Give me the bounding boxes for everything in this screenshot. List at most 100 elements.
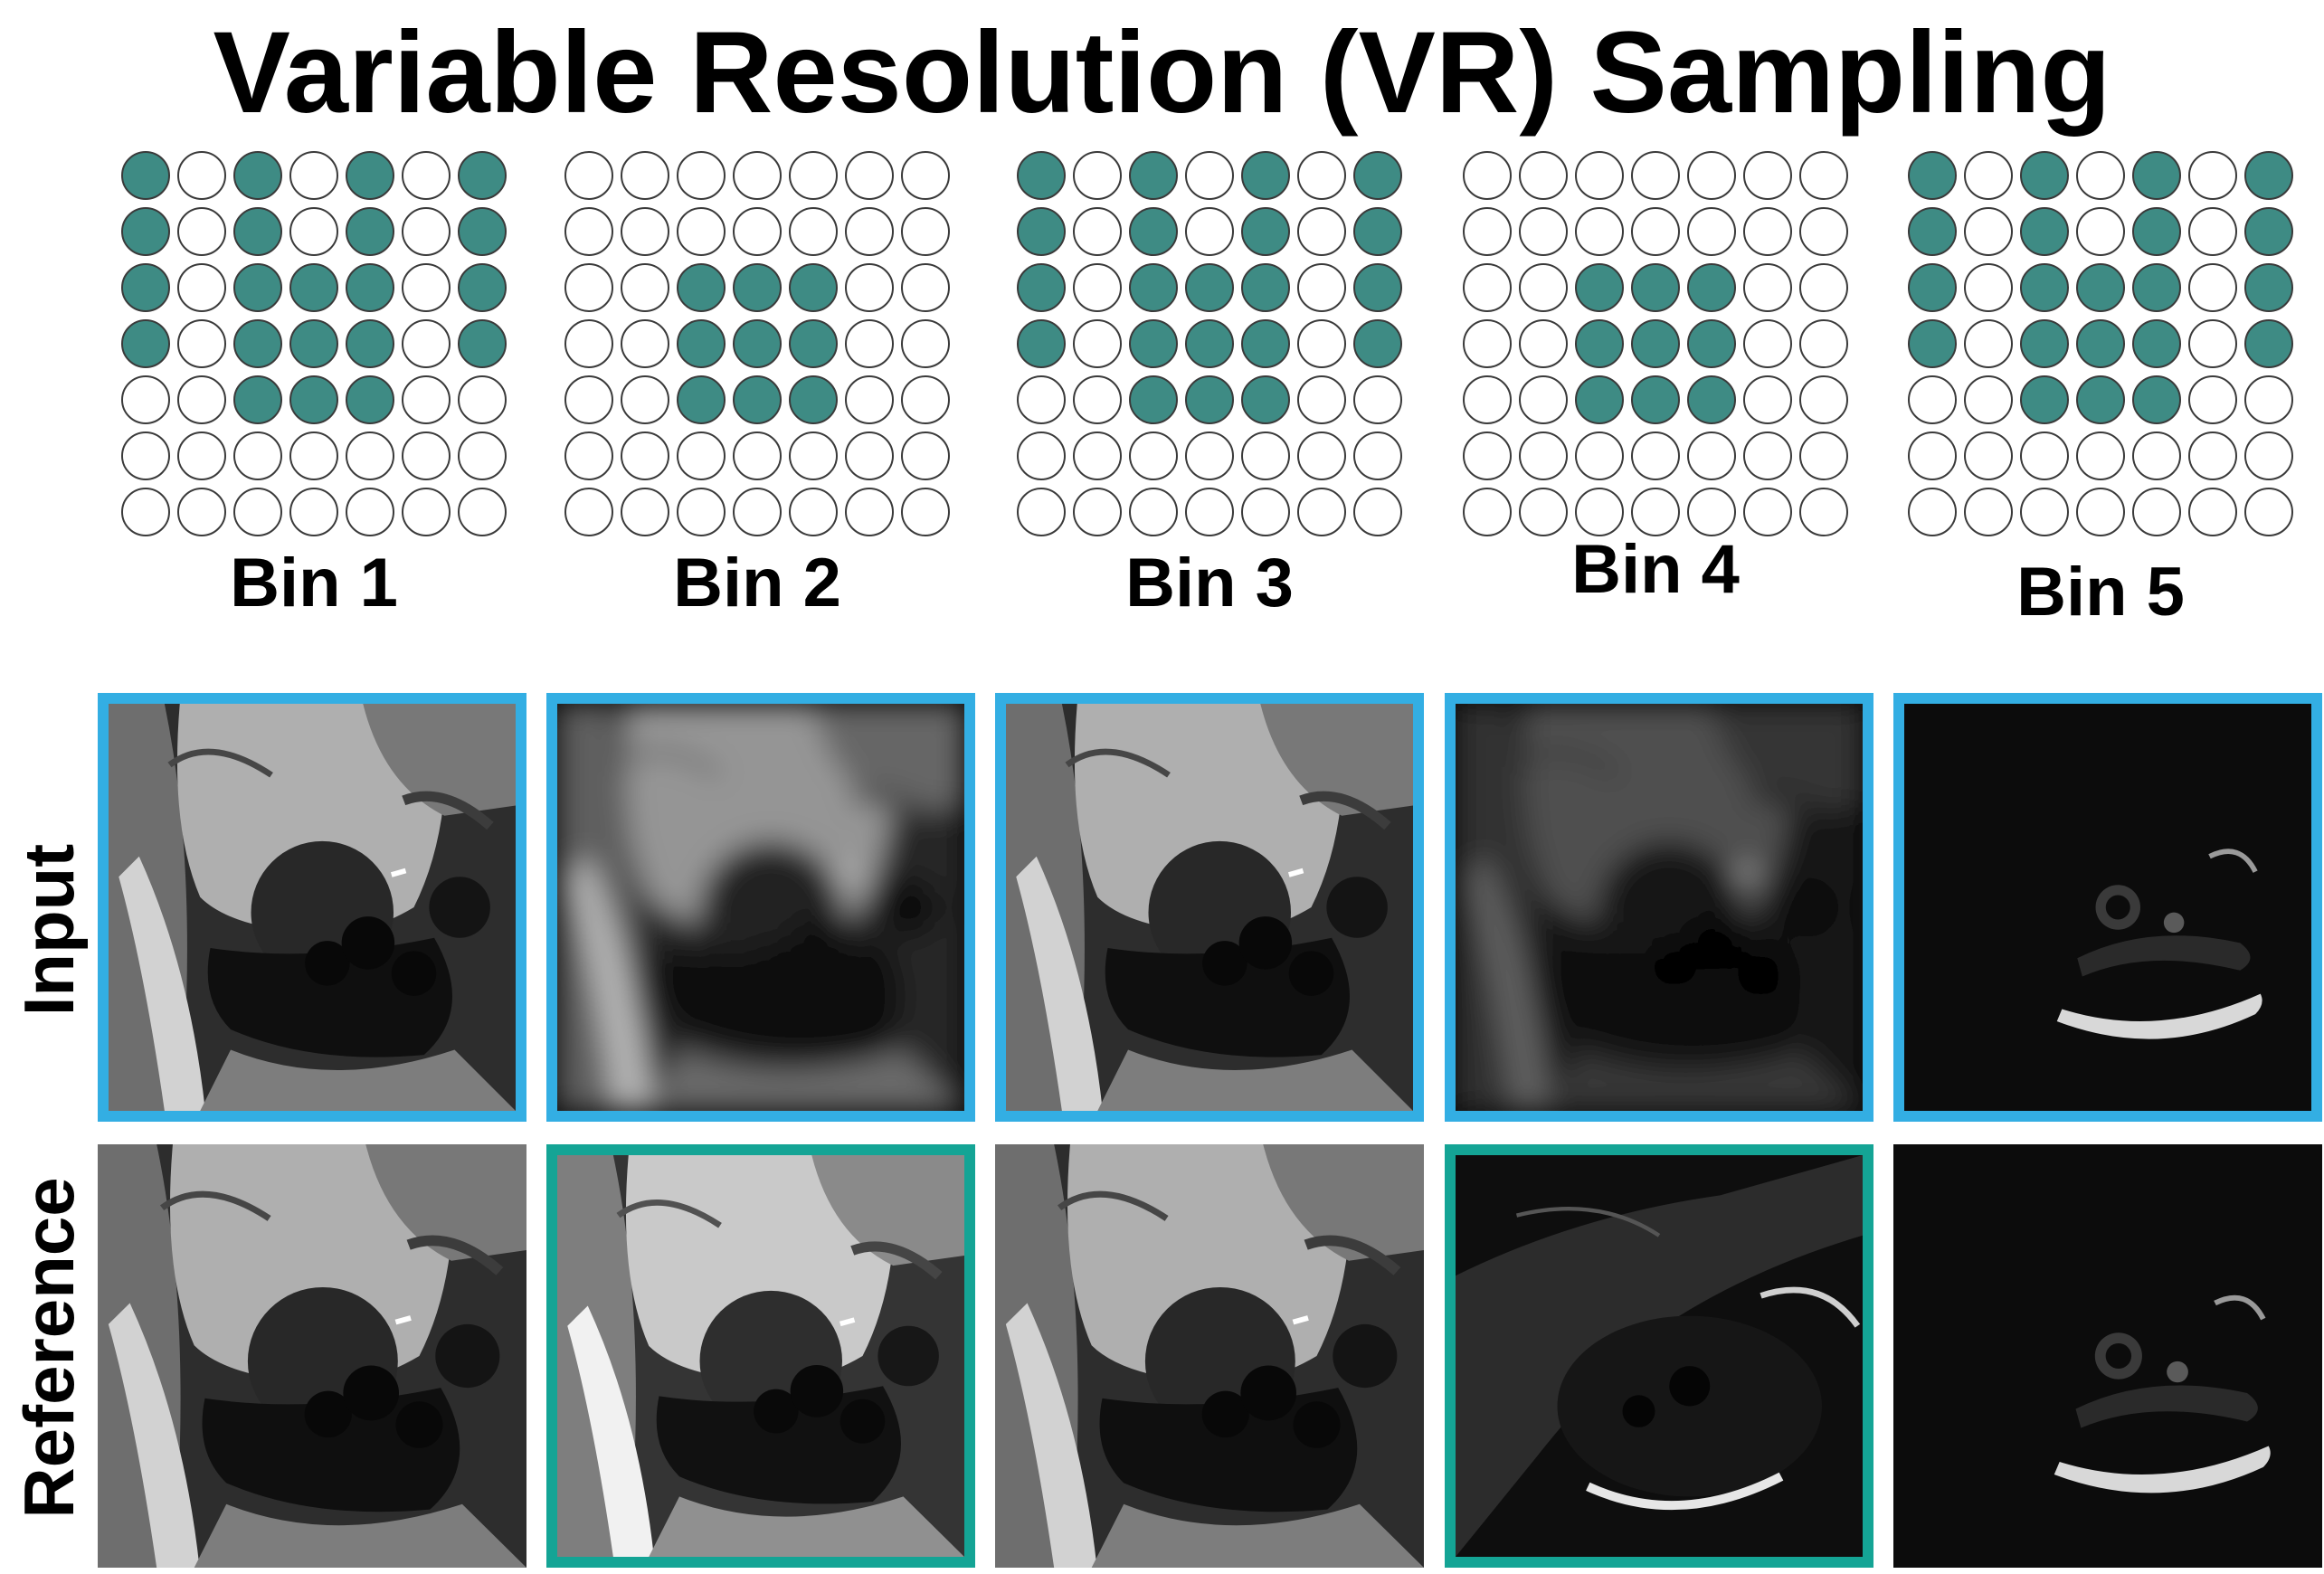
sampled-point (1241, 375, 1290, 424)
mri-knee-image (557, 704, 964, 1111)
unsampled-point (2076, 431, 2125, 480)
unsampled-point (621, 319, 669, 368)
sampled-point (458, 263, 507, 312)
sampled-point (1353, 263, 1402, 312)
unsampled-point (177, 319, 226, 368)
sampled-point (2132, 319, 2181, 368)
unsampled-point (845, 431, 894, 480)
unsampled-point (1353, 431, 1402, 480)
grid-bin-2 (561, 147, 953, 540)
unsampled-point (1463, 431, 1512, 480)
sampled-point (458, 207, 507, 256)
sampled-point (1575, 319, 1624, 368)
sampled-point (121, 207, 170, 256)
unsampled-point (1463, 488, 1512, 536)
unsampled-point (1908, 375, 1957, 424)
unsampled-point (845, 488, 894, 536)
unsampled-point (289, 151, 338, 200)
unsampled-point (1519, 431, 1568, 480)
unsampled-point (346, 431, 394, 480)
sampled-point (1129, 151, 1178, 200)
unsampled-point (2244, 488, 2293, 536)
unsampled-point (402, 488, 451, 536)
sampled-point (346, 375, 394, 424)
input-image-bin-1 (98, 693, 526, 1122)
unsampled-point (564, 151, 613, 200)
sampled-point (346, 207, 394, 256)
unsampled-point (2188, 488, 2237, 536)
unsampled-point (677, 207, 726, 256)
unsampled-point (458, 488, 507, 536)
sampled-point (2132, 151, 2181, 200)
sampled-point (1353, 151, 1402, 200)
unsampled-point (845, 263, 894, 312)
unsampled-point (1073, 488, 1122, 536)
unsampled-point (1463, 375, 1512, 424)
mri-knee-image (1456, 1155, 1863, 1557)
unsampled-point (1073, 319, 1122, 368)
unsampled-point (402, 263, 451, 312)
unsampled-point (1017, 488, 1066, 536)
input-image-bin-5 (1893, 693, 2322, 1122)
unsampled-point (2188, 375, 2237, 424)
sampled-point (1908, 207, 1957, 256)
unsampled-point (564, 488, 613, 536)
sampled-point (1017, 207, 1066, 256)
unsampled-point (1799, 375, 1848, 424)
sampled-point (1687, 319, 1736, 368)
sampled-point (2076, 375, 2125, 424)
unsampled-point (2076, 151, 2125, 200)
unsampled-point (121, 375, 170, 424)
unsampled-point (121, 488, 170, 536)
unsampled-point (564, 263, 613, 312)
unsampled-point (621, 375, 669, 424)
unsampled-point (1575, 431, 1624, 480)
unsampled-point (733, 488, 782, 536)
unsampled-point (1519, 151, 1568, 200)
sampled-point (233, 263, 282, 312)
sampled-point (289, 375, 338, 424)
unsampled-point (677, 151, 726, 200)
mri-knee-image (1893, 1144, 2322, 1568)
unsampled-point (1241, 488, 1290, 536)
sampled-point (1129, 207, 1178, 256)
sampled-point (677, 375, 726, 424)
sampled-point (289, 263, 338, 312)
unsampled-point (677, 488, 726, 536)
grid-bin-4 (1459, 147, 1852, 540)
mri-knee-image (1006, 704, 1413, 1111)
unsampled-point (1519, 488, 1568, 536)
unsampled-point (2188, 319, 2237, 368)
unsampled-point (346, 488, 394, 536)
unsampled-point (1519, 207, 1568, 256)
unsampled-point (1631, 207, 1680, 256)
unsampled-point (1743, 263, 1792, 312)
unsampled-point (789, 207, 838, 256)
sampled-point (733, 263, 782, 312)
unsampled-point (2188, 207, 2237, 256)
unsampled-point (1297, 151, 1346, 200)
unsampled-point (564, 431, 613, 480)
unsampled-point (1185, 431, 1234, 480)
unsampled-point (845, 319, 894, 368)
grid-bin-3 (1013, 147, 1406, 540)
unsampled-point (1631, 431, 1680, 480)
sampled-point (2020, 375, 2069, 424)
unsampled-point (233, 431, 282, 480)
sampled-point (1129, 319, 1178, 368)
unsampled-point (1799, 263, 1848, 312)
mri-knee-image (1904, 704, 2311, 1111)
unsampled-point (2020, 488, 2069, 536)
unsampled-point (845, 207, 894, 256)
unsampled-point (1799, 151, 1848, 200)
mri-knee-image (557, 1155, 964, 1557)
unsampled-point (1964, 207, 2013, 256)
sampled-point (1129, 375, 1178, 424)
unsampled-point (177, 488, 226, 536)
bin-label-4: Bin 4 (1571, 531, 1740, 608)
unsampled-point (402, 375, 451, 424)
sampled-point (1908, 319, 1957, 368)
unsampled-point (458, 375, 507, 424)
unsampled-point (1073, 263, 1122, 312)
unsampled-point (1297, 431, 1346, 480)
